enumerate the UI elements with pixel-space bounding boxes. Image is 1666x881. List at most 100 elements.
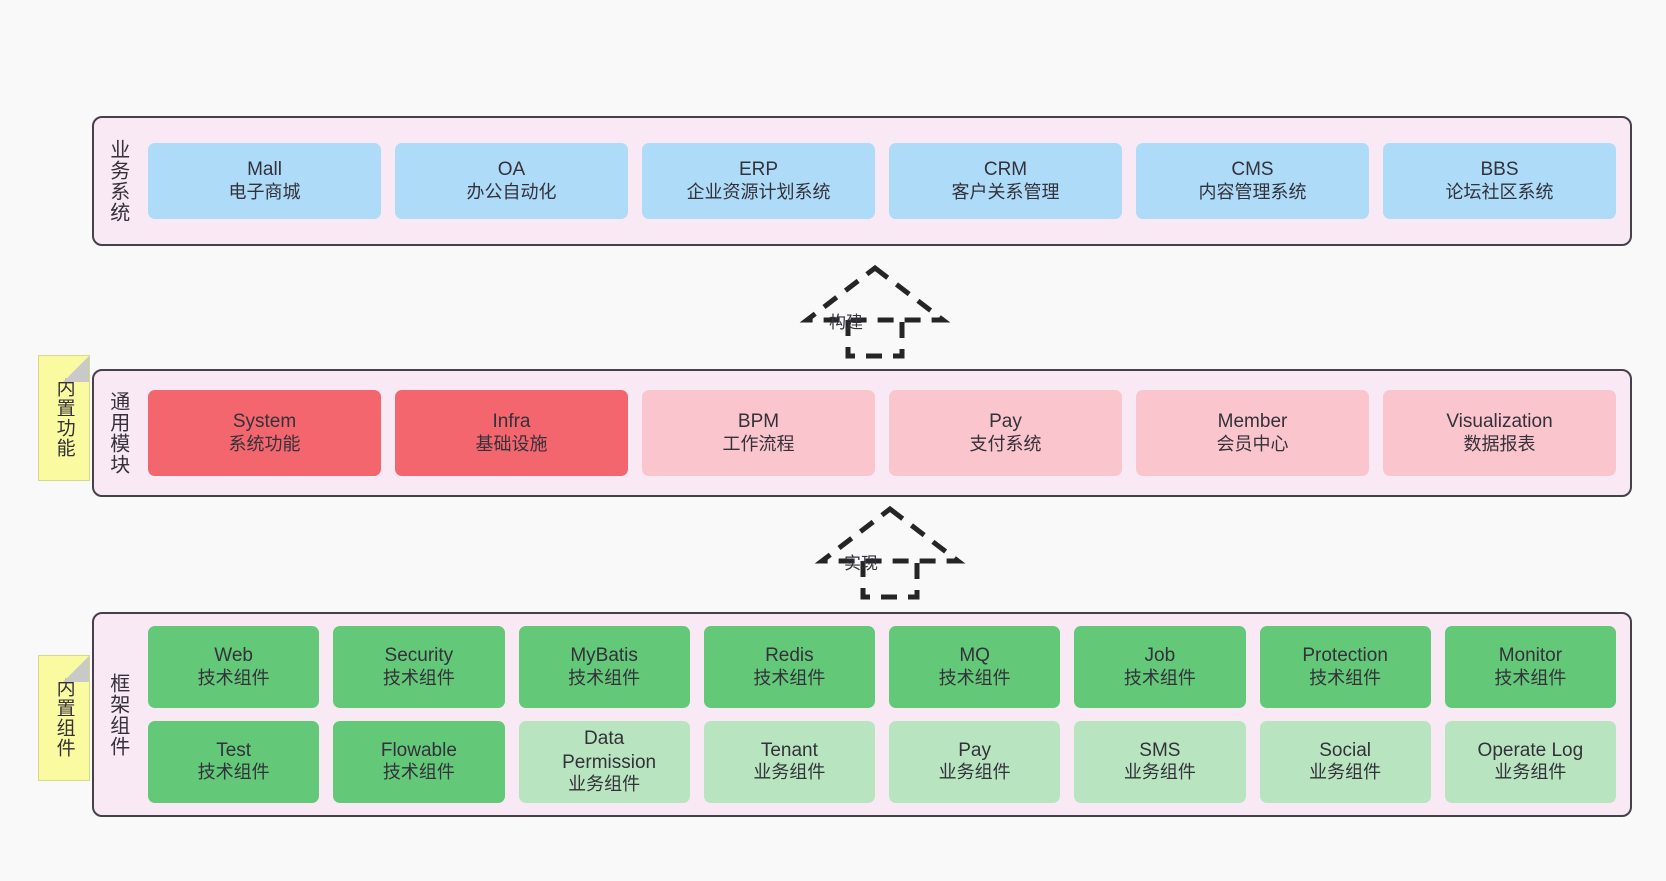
node-job-en: Job [1144,645,1176,667]
node-operate-log-en: Operate Log [1477,739,1584,761]
node-security-cn: 技术组件 [382,667,455,688]
node-mall-en: Mall [247,159,282,181]
node-data-permission-en: Data Permission [562,728,657,773]
node-infra-cn: 基础设施 [475,433,548,454]
node-mybatis-en: MyBatis [570,645,638,667]
node-mq-cn: 技术组件 [938,667,1011,688]
node-bpm[interactable]: BPM 工作流程 [642,390,875,476]
node-bpm-cn: 工作流程 [722,433,795,454]
node-member-en: Member [1217,411,1288,433]
layer-common-modules: 通用模块 System 系统功能 Infra 基础设施 BPM 工作流程 Pay… [92,369,1632,497]
layer-title-business: 业务系统 [106,139,129,223]
connector-build: 构建 [799,264,951,359]
node-sms[interactable]: SMS 业务组件 [1074,720,1246,803]
node-social[interactable]: Social 业务组件 [1259,720,1431,803]
node-mq-en: MQ [959,645,990,667]
node-pay-component[interactable]: Pay 业务组件 [889,720,1061,803]
node-monitor-cn: 技术组件 [1494,667,1567,688]
node-member-cn: 会员中心 [1216,433,1289,454]
node-social-en: Social [1319,739,1371,761]
node-security[interactable]: Security 技术组件 [333,626,505,708]
node-job-cn: 技术组件 [1123,667,1196,688]
node-flowable-cn: 技术组件 [382,762,455,783]
node-data-permission-cn: 业务组件 [568,773,641,794]
node-system-cn: 系统功能 [228,433,301,454]
layer-framework-components: 框架组件 Web 技术组件 Security 技术组件 MyBatis 技术组件… [92,612,1632,817]
node-erp-en: ERP [738,159,779,181]
node-test-cn: 技术组件 [197,762,270,783]
node-bpm-en: BPM [737,411,780,433]
node-visualization-en: Visualization [1446,411,1553,433]
layer-title-common: 通用模块 [106,391,129,475]
node-erp[interactable]: ERP 企业资源计划系统 [642,143,875,219]
node-tenant-en: Tenant [760,739,818,761]
frame-row-technical: Web 技术组件 Security 技术组件 MyBatis 技术组件 Redi… [148,626,1616,709]
node-social-cn: 业务组件 [1309,762,1382,783]
node-protection-en: Protection [1302,645,1388,667]
node-tenant[interactable]: Tenant 业务组件 [703,720,875,803]
node-system[interactable]: System 系统功能 [148,390,381,476]
connector-implement-shape [814,505,966,600]
node-job[interactable]: Job 技术组件 [1074,626,1246,708]
layer-business-systems: 业务系统 Mall 电子商城 OA 办公自动化 ERP 企业资源计划系统 CRM… [92,116,1632,246]
node-pay-module-en: Pay [989,411,1022,433]
node-security-en: Security [384,645,454,667]
layer-title-frame: 框架组件 [106,672,129,757]
node-redis-cn: 技术组件 [753,667,826,688]
node-mybatis[interactable]: MyBatis 技术组件 [518,626,690,708]
node-test[interactable]: Test 技术组件 [148,720,320,803]
node-pay-module[interactable]: Pay 支付系统 [889,390,1122,476]
node-mall-cn: 电子商城 [228,181,301,202]
node-flowable[interactable]: Flowable 技术组件 [333,720,505,803]
layer-body-frame: Web 技术组件 Security 技术组件 MyBatis 技术组件 Redi… [140,614,1630,815]
node-cms[interactable]: CMS 内容管理系统 [1136,143,1369,219]
layer-body-common: System 系统功能 Infra 基础设施 BPM 工作流程 Pay 支付系统… [140,371,1630,495]
node-web-cn: 技术组件 [197,667,270,688]
node-test-en: Test [216,739,252,761]
layer-body-business: Mall 电子商城 OA 办公自动化 ERP 企业资源计划系统 CRM 客户关系… [140,118,1630,244]
node-infra-en: Infra [492,411,531,433]
node-crm-cn: 客户关系管理 [951,181,1060,202]
node-visualization[interactable]: Visualization 数据报表 [1383,390,1616,476]
node-infra[interactable]: Infra 基础设施 [395,390,628,476]
node-oa-en: OA [497,159,526,181]
node-sms-en: SMS [1139,739,1181,761]
node-operate-log[interactable]: Operate Log 业务组件 [1444,720,1616,803]
node-data-permission[interactable]: Data Permission 业务组件 [518,720,690,803]
node-sms-cn: 业务组件 [1123,762,1196,783]
node-redis[interactable]: Redis 技术组件 [703,626,875,708]
connector-build-shape [799,264,951,359]
node-mall[interactable]: Mall 电子商城 [148,143,381,219]
sticky-note-builtin-features: 内置功能 [38,355,90,481]
node-pay-component-cn: 业务组件 [938,762,1011,783]
node-web[interactable]: Web 技术组件 [148,626,320,708]
node-monitor-en: Monitor [1498,645,1563,667]
sticky-note-builtin-components: 内置组件 [38,655,90,781]
node-crm[interactable]: CRM 客户关系管理 [889,143,1122,219]
node-pay-component-en: Pay [958,739,991,761]
node-oa[interactable]: OA 办公自动化 [395,143,628,219]
frame-row-business: Test 技术组件 Flowable 技术组件 Data Permission … [148,720,1616,804]
node-member[interactable]: Member 会员中心 [1136,390,1369,476]
node-crm-en: CRM [983,159,1028,181]
node-pay-module-cn: 支付系统 [969,433,1042,454]
node-redis-en: Redis [765,645,814,667]
node-oa-cn: 办公自动化 [466,181,557,202]
node-monitor[interactable]: Monitor 技术组件 [1444,626,1616,708]
node-mybatis-cn: 技术组件 [568,667,641,688]
node-cms-en: CMS [1231,159,1274,181]
node-bbs-en: BBS [1480,159,1519,181]
node-tenant-cn: 业务组件 [753,762,826,783]
node-system-en: System [232,411,297,433]
node-web-en: Web [214,645,253,667]
node-visualization-cn: 数据报表 [1463,433,1536,454]
node-mq[interactable]: MQ 技术组件 [889,626,1061,708]
node-cms-cn: 内容管理系统 [1198,181,1307,202]
node-bbs[interactable]: BBS 论坛社区系统 [1383,143,1616,219]
connector-implement: 实现 [814,505,966,600]
node-erp-cn: 企业资源计划系统 [686,181,831,202]
node-flowable-en: Flowable [380,739,457,761]
node-protection[interactable]: Protection 技术组件 [1259,626,1431,708]
node-operate-log-cn: 业务组件 [1494,762,1567,783]
